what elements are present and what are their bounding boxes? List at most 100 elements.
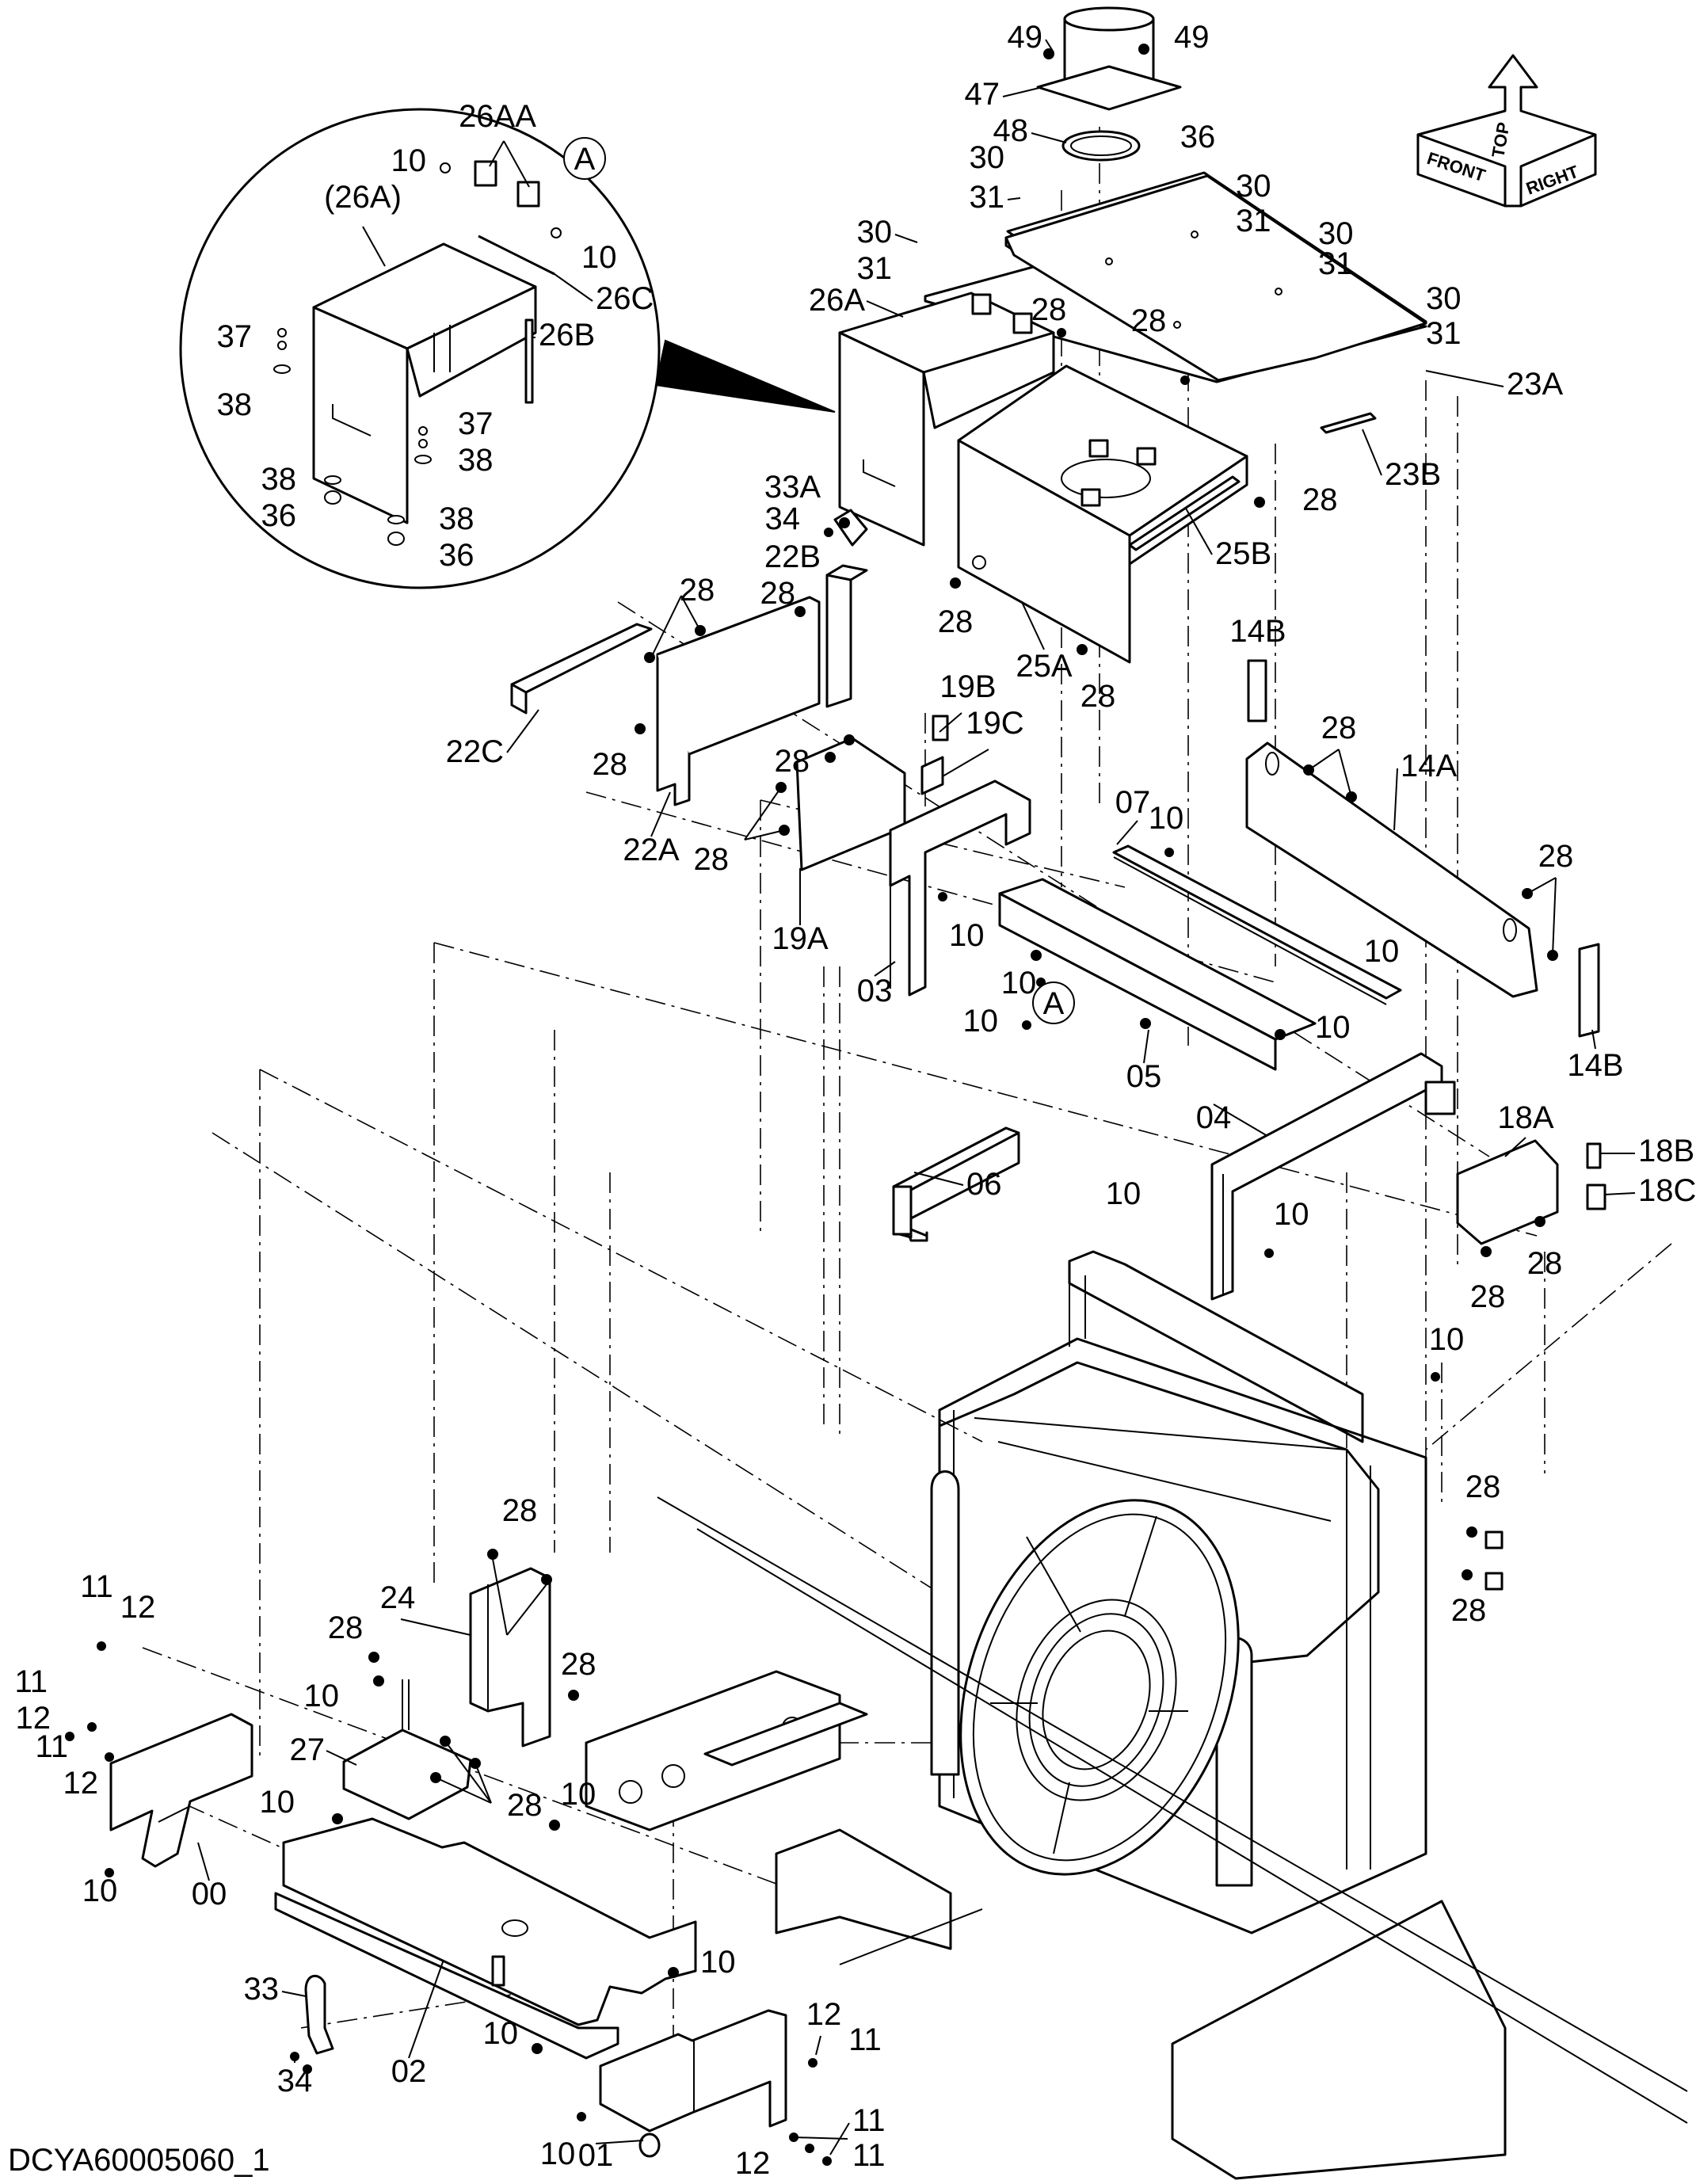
part-label-l10r: 10	[581, 240, 617, 275]
part-label-l22B: 22B	[764, 539, 821, 574]
part-00-bracket	[65, 1641, 253, 1877]
part-47-48-duct	[1036, 6, 1182, 162]
part-label-l47: 47	[965, 77, 1000, 112]
part-label-l10c: 10	[1364, 934, 1400, 969]
part-label-l10q: 10	[391, 143, 427, 178]
part-label-l19C: 19C	[966, 706, 1023, 741]
part-label-l11a: 11	[80, 1569, 113, 1604]
part-label-l12d: 12	[806, 1997, 842, 2032]
part-label-l31c: 31	[857, 251, 893, 286]
part-label-l11f: 11	[852, 2138, 886, 2173]
part-label-l19B: 19B	[939, 669, 996, 704]
part-label-l26AA: 26AA	[459, 99, 536, 134]
part-label-l10f: 10	[1315, 1010, 1351, 1045]
part-label-l18A: 18A	[1497, 1100, 1553, 1135]
part-33a-latch	[824, 509, 868, 547]
detail-marker-a-main: A	[1032, 981, 1075, 1024]
part-label-l10p: 10	[540, 2136, 576, 2171]
part-label-l10g: 10	[1106, 1176, 1141, 1211]
part-label-l11c: 11	[35, 1729, 68, 1764]
part-label-l12a: 12	[120, 1590, 156, 1625]
part-label-l24: 24	[380, 1580, 416, 1615]
part-label-l10b: 10	[949, 918, 985, 953]
part-label-l28n: 28	[1470, 1279, 1506, 1314]
part-label-l34a: 34	[765, 501, 801, 536]
part-label-l31d: 31	[1318, 246, 1354, 281]
part-label-l04: 04	[1196, 1100, 1232, 1135]
part-label-l38a: 38	[217, 387, 253, 422]
part-label-l31b: 31	[1236, 204, 1271, 238]
part-label-l28p: 28	[1451, 1593, 1487, 1628]
part-label-l28o: 28	[1465, 1469, 1501, 1504]
part-label-l11d: 11	[848, 2022, 882, 2057]
part-06-bracket	[892, 1020, 1031, 1242]
part-label-l28i: 28	[775, 744, 810, 779]
part-label-l28l: 28	[1538, 839, 1574, 874]
part-26a-cover	[838, 292, 1055, 547]
part-label-l49b: 49	[1174, 20, 1210, 55]
part-label-l10a: 10	[1149, 801, 1184, 836]
part-label-l25B: 25B	[1215, 536, 1271, 571]
part-18-plates	[1456, 1139, 1606, 1257]
svg-text:A: A	[1043, 986, 1065, 1021]
part-label-l00: 00	[192, 1877, 227, 1911]
part-label-l07: 07	[1115, 785, 1151, 820]
part-label-l18B: 18B	[1638, 1134, 1694, 1168]
part-label-l28d: 28	[680, 573, 715, 608]
part-label-l03: 03	[857, 974, 893, 1008]
part-label-l10l: 10	[561, 1777, 596, 1812]
part-label-l30e: 30	[1426, 281, 1462, 316]
part-label-l18C: 18C	[1638, 1173, 1696, 1208]
part-label-l11b: 11	[14, 1664, 48, 1699]
part-label-l34b: 34	[277, 2064, 313, 2098]
part-label-l36c: 36	[439, 538, 474, 573]
part-label-l26A: 26A	[809, 283, 865, 318]
part-label-l30b: 30	[1236, 169, 1271, 204]
part-label-l22C: 22C	[446, 734, 504, 769]
part-label-l31a: 31	[970, 180, 1005, 215]
part-label-l38b: 38	[458, 443, 494, 478]
part-24-plate	[469, 1549, 579, 1748]
part-label-l28g: 28	[1080, 679, 1116, 714]
part-label-l22A: 22A	[623, 833, 679, 867]
detail-view-a	[179, 108, 836, 589]
part-label-l10k: 10	[260, 1785, 295, 1820]
part-label-l28a: 28	[1031, 292, 1067, 327]
part-label-l33: 33	[244, 1972, 280, 2007]
part-label-l31e: 31	[1426, 316, 1462, 351]
part-label-l26A_paren: (26A)	[324, 180, 402, 215]
radiator-assembly	[930, 1250, 1504, 1934]
part-label-l27: 27	[290, 1732, 326, 1767]
part-02-base-plate	[274, 1813, 697, 2060]
part-label-l10i: 10	[1429, 1322, 1465, 1357]
part-label-l28j: 28	[1321, 711, 1357, 745]
part-25a-cover	[950, 328, 1265, 664]
part-label-l05: 05	[1126, 1059, 1162, 1094]
part-label-l28q: 28	[502, 1493, 538, 1528]
part-label-l10j: 10	[304, 1679, 340, 1713]
part-label-l12b: 12	[16, 1701, 51, 1736]
leader-lines	[197, 39, 1636, 2155]
part-label-l28s: 28	[561, 1647, 596, 1682]
part-label-l10d: 10	[1001, 966, 1037, 1001]
part-label-l10e: 10	[963, 1004, 999, 1039]
part-label-l19A: 19A	[772, 921, 828, 956]
part-label-l23B: 23B	[1385, 457, 1441, 492]
part-label-l37b: 37	[458, 406, 494, 441]
part-05-beam	[998, 878, 1317, 1071]
part-label-l10o: 10	[483, 2016, 519, 2051]
part-label-l10m: 10	[82, 1873, 118, 1908]
part-label-l06: 06	[966, 1167, 1002, 1202]
part-33-latch	[290, 1975, 334, 2074]
part-label-l10h: 10	[1274, 1197, 1309, 1232]
part-27-bracket	[342, 1652, 481, 1820]
part-label-l38d: 38	[439, 501, 474, 536]
part-label-l30c: 30	[857, 215, 893, 250]
part-label-l37a: 37	[217, 319, 253, 354]
part-label-l48: 48	[993, 113, 1029, 148]
base-frame	[585, 1496, 1688, 2180]
svg-text:A: A	[574, 142, 596, 177]
part-22-ducts	[510, 564, 868, 806]
part-label-l25A: 25A	[1016, 649, 1072, 684]
